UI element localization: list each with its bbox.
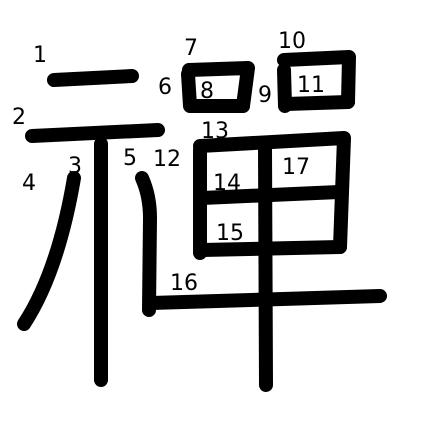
stroke-number-labels: 1 2 3 4 5 6 7 8 9 10 11 12 13 14 15 16 1…: [12, 29, 325, 296]
stroke-7: [182, 61, 255, 113]
stroke-17: [258, 142, 273, 392]
stroke-number-6: 6: [158, 75, 172, 100]
stroke-number-4: 4: [22, 171, 36, 196]
stroke-2: [25, 123, 165, 143]
character-strokes: [17, 50, 387, 392]
stroke-number-1: 1: [33, 43, 47, 68]
stroke-number-11: 11: [297, 73, 325, 98]
stroke-number-3: 3: [68, 154, 82, 179]
stroke-number-5: 5: [123, 146, 137, 171]
stroke-number-2: 2: [12, 105, 26, 130]
stroke-number-10: 10: [278, 29, 306, 54]
stroke-5: [135, 171, 157, 317]
stroke-number-12: 12: [153, 147, 181, 172]
stroke-number-15: 15: [216, 221, 244, 246]
stroke-number-13: 13: [201, 119, 229, 144]
stroke-13: [193, 131, 351, 254]
stroke-number-9: 9: [258, 83, 272, 108]
stroke-number-17: 17: [282, 155, 310, 180]
stroke-10: [277, 50, 356, 109]
stroke-number-14: 14: [213, 171, 241, 196]
stroke-number-8: 8: [200, 79, 214, 104]
stroke-number-7: 7: [184, 36, 198, 61]
stroke-number-16: 16: [170, 271, 198, 296]
stroke-1: [47, 69, 139, 87]
stroke-11: [279, 95, 355, 111]
stroke-4: [17, 171, 81, 331]
